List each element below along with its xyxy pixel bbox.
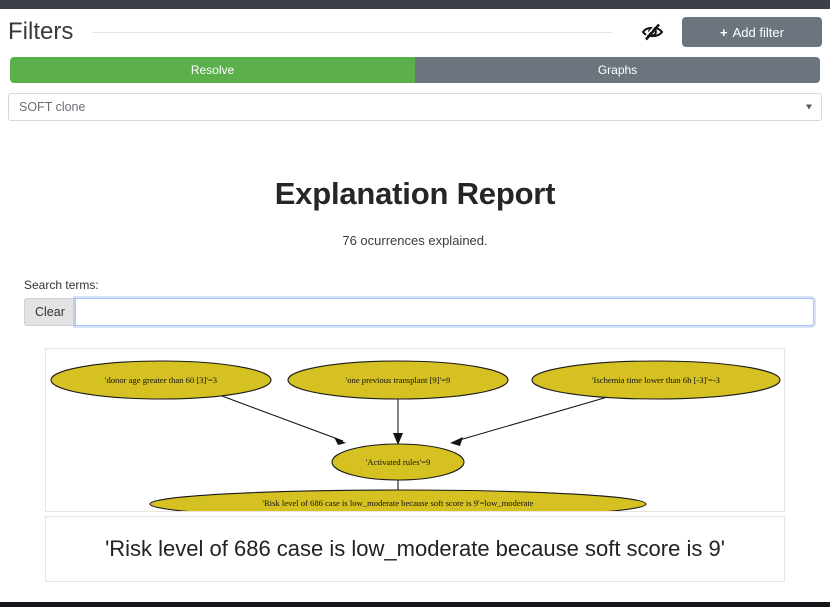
page-root: Filters + Add filter Resolve Graphs SOFT… [0,9,830,607]
eye-slash-icon[interactable] [638,18,668,46]
browser-chrome-top-bar [0,0,830,9]
graph-node-risk-label: 'Risk level of 686 case is low_moderate … [262,498,533,508]
browser-chrome-bottom-bar [0,602,830,607]
view-tabs: Resolve Graphs [10,57,820,83]
graph-node-transplant-label: 'one previous transplant [9]'=9 [346,375,451,385]
dataset-select-wrapper: SOFT clone [8,93,822,121]
add-filter-label: Add filter [732,24,784,40]
edge-ischemia-to-activated [450,395,612,446]
graph-node-ischemia[interactable]: 'Ischemia time lower than 6h [-3]'=-3 [531,360,781,400]
tab-graphs[interactable]: Graphs [415,57,820,83]
graph-node-donor-label: 'donor age greater than 60 [3]'=3 [105,375,217,385]
graph-node-ischemia-label: 'Ischemia time lower than 6h [-3]'=-3 [592,375,720,385]
tab-resolve[interactable]: Resolve [10,57,415,83]
report-subtitle: 76 ocurrences explained. [342,233,488,248]
explanation-graph: 'donor age greater than 60 [3]'=3 'one p… [50,360,781,511]
graph-node-activated-rules-label: 'Activated rules'=9 [366,457,431,467]
tab-graphs-label: Graphs [597,63,638,77]
explanation-graph-panel: 'donor age greater than 60 [3]'=3 'one p… [45,348,785,512]
plus-icon: + [720,24,728,40]
filters-header: Filters + Add filter [0,9,830,53]
dataset-select[interactable]: SOFT clone [8,93,822,121]
add-filter-button[interactable]: + Add filter [682,17,822,47]
edge-transplant-to-activated [393,393,403,445]
search-label: Search terms: [24,278,99,292]
conclusion-panel: 'Risk level of 686 case is low_moderate … [45,516,785,582]
search-row: Clear [24,298,814,326]
report-title: Explanation Report [274,176,556,211]
graph-node-risk[interactable]: 'Risk level of 686 case is low_moderate … [149,489,647,511]
conclusion-text: 'Risk level of 686 case is low_moderate … [105,536,725,561]
tab-resolve-label: Resolve [190,63,235,77]
header-divider [93,31,612,33]
search-block: Search terms: Clear [24,278,822,326]
graph-node-donor[interactable]: 'donor age greater than 60 [3]'=3 [50,360,272,400]
dataset-select-value: SOFT clone [19,100,86,114]
clear-button[interactable]: Clear [24,298,75,326]
search-input[interactable] [74,298,814,326]
page-title: Filters [8,18,74,45]
edge-donor-to-activated [213,392,346,445]
graph-node-activated-rules[interactable]: 'Activated rules'=9 [331,443,465,481]
graph-node-transplant[interactable]: 'one previous transplant [9]'=9 [287,360,509,400]
